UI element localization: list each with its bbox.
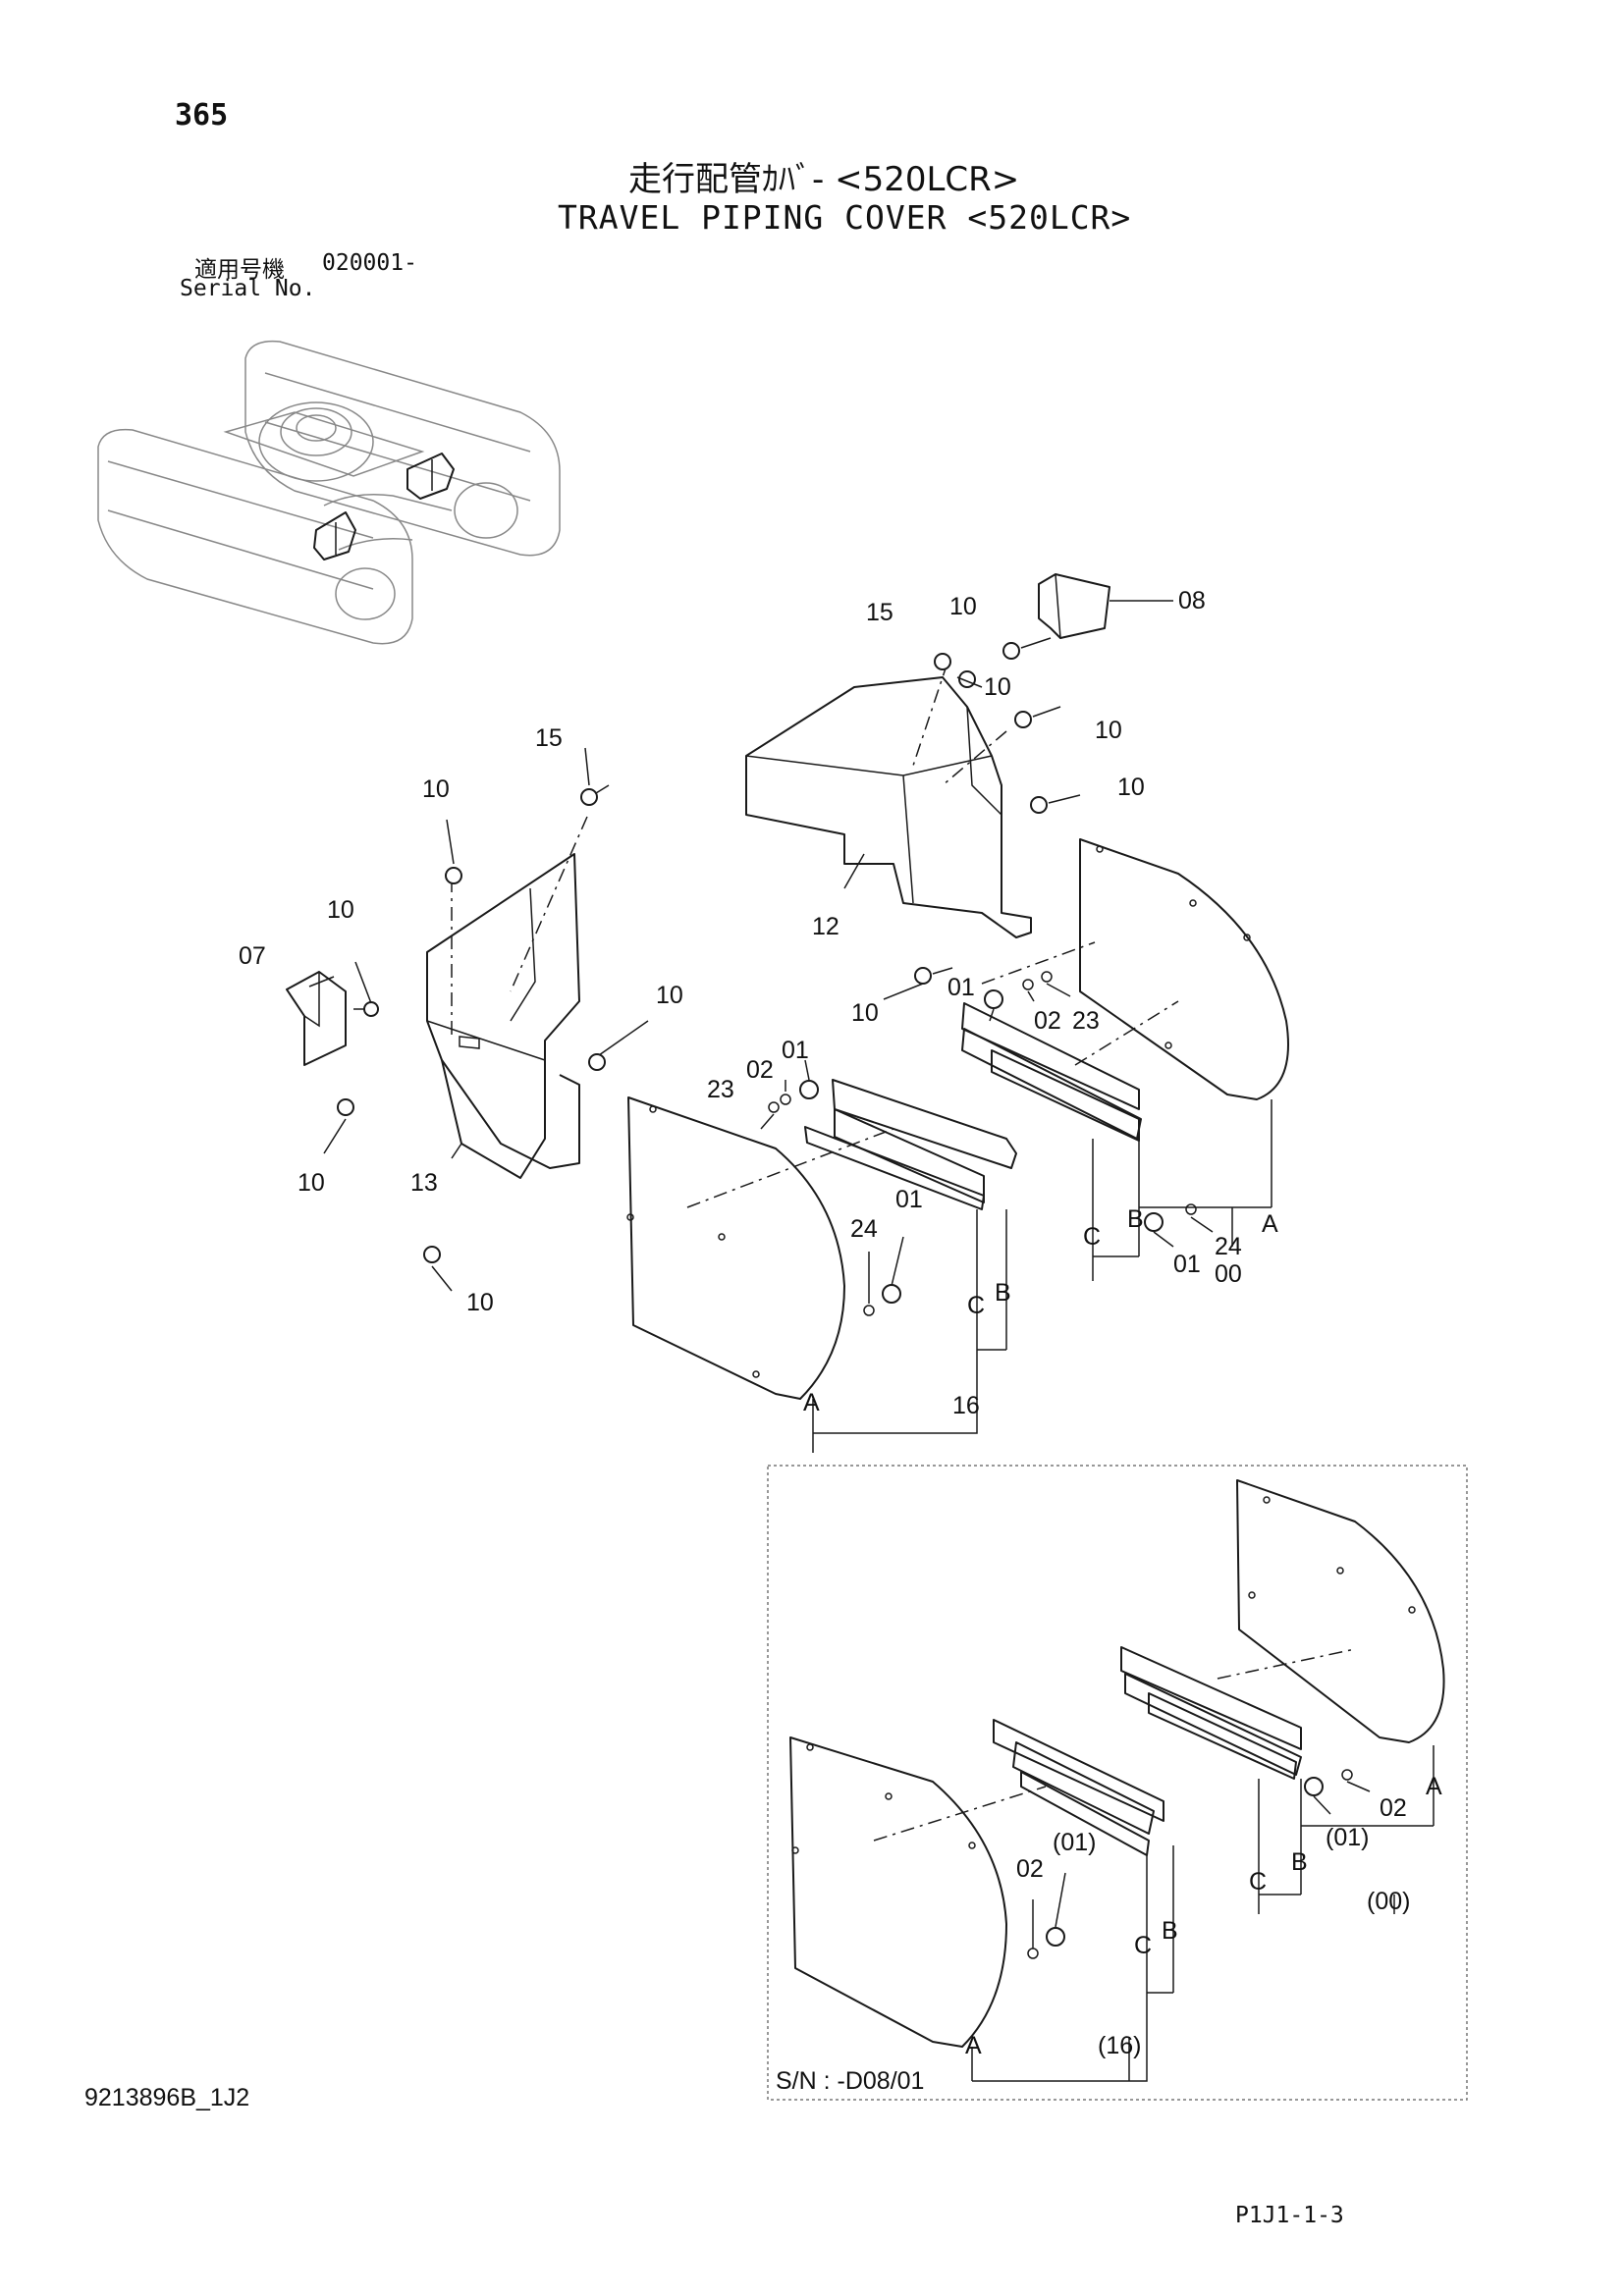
callout-23: 23 (707, 1076, 734, 1103)
callout-02: 02 (746, 1056, 774, 1084)
undercarriage-overview (97, 340, 561, 645)
callout-B: B (1127, 1205, 1144, 1233)
callout-01: 01 (1173, 1251, 1201, 1278)
callout-10: 10 (851, 999, 879, 1027)
title-japanese: 走行配管ｶﾊﾞ- <520LCR> (628, 160, 1020, 199)
callout-B: B (995, 1279, 1011, 1307)
callout-10: 10 (466, 1289, 494, 1316)
callout-A: A (965, 2032, 982, 2059)
callout-16: 16 (952, 1392, 980, 1419)
callout-C: C (1134, 1932, 1152, 1959)
fasteners (337, 637, 1353, 1959)
callout-10: 10 (298, 1169, 325, 1197)
callout-A: A (1262, 1210, 1278, 1238)
callout-02: 02 (1016, 1855, 1044, 1883)
callout-A: A (803, 1389, 820, 1416)
serial-label-japanese: 適用号機 (194, 257, 285, 283)
inset-serial-range: S/N : -D08/01 (776, 2067, 924, 2095)
cover-12 (745, 662, 1032, 938)
callout-02: 02 (1034, 1007, 1061, 1035)
callout-10: 10 (656, 982, 683, 1009)
callout-C: C (1083, 1223, 1101, 1251)
serial-number: 020001- (322, 250, 417, 276)
callout-15: 15 (866, 599, 893, 626)
callout-01: 01 (947, 974, 975, 1001)
page-reference: P1J1-1-3 (1235, 2203, 1344, 2228)
callout-10: 10 (327, 896, 354, 924)
serial-label-english: Serial No. (180, 276, 316, 301)
callout-24: 24 (1215, 1233, 1242, 1260)
callout-10: 10 (1095, 717, 1122, 744)
callout-paren-16: (16) (1098, 2032, 1141, 2059)
callout-10: 10 (949, 593, 977, 620)
callout-B: B (1291, 1848, 1308, 1876)
callout-C: C (1249, 1868, 1267, 1896)
callout-15: 15 (535, 724, 563, 752)
callout-13: 13 (410, 1169, 438, 1197)
title-english: TRAVEL PIPING COVER <520LCR> (558, 198, 1132, 237)
page-number: 365 (175, 98, 229, 133)
inset-earlier-version (767, 1465, 1468, 2101)
side-plate-00 (961, 838, 1289, 1142)
side-plate-16 (626, 1079, 1017, 1400)
callout-10: 10 (1117, 774, 1145, 801)
callout-00: 00 (1215, 1260, 1242, 1288)
callout-23: 23 (1072, 1007, 1100, 1035)
callout-paren-01: (01) (1053, 1829, 1096, 1856)
callout-B: B (1162, 1917, 1178, 1945)
callout-01: 01 (895, 1186, 923, 1213)
leader-lines (308, 600, 1435, 2082)
callout-08: 08 (1178, 587, 1206, 614)
callout-01: 01 (782, 1037, 809, 1064)
callout-12: 12 (812, 913, 839, 940)
callout-07: 07 (239, 942, 266, 970)
callout-24: 24 (850, 1215, 878, 1243)
callout-02: 02 (1380, 1794, 1407, 1822)
callout-labels: 15 10 08 10 10 10 12 15 10 10 07 10 10 1… (239, 587, 1442, 2095)
callout-paren-00: (00) (1367, 1888, 1410, 1915)
cover-13 (426, 816, 588, 1179)
document-code: 9213896B_1J2 (84, 2084, 250, 2111)
callout-paren-01: (01) (1326, 1824, 1369, 1851)
callout-10: 10 (422, 775, 450, 803)
callout-10: 10 (984, 673, 1011, 701)
callout-A: A (1426, 1773, 1442, 1800)
bracket-07 (286, 971, 379, 1066)
callout-C: C (967, 1292, 985, 1319)
bracket-08 (1038, 573, 1110, 639)
